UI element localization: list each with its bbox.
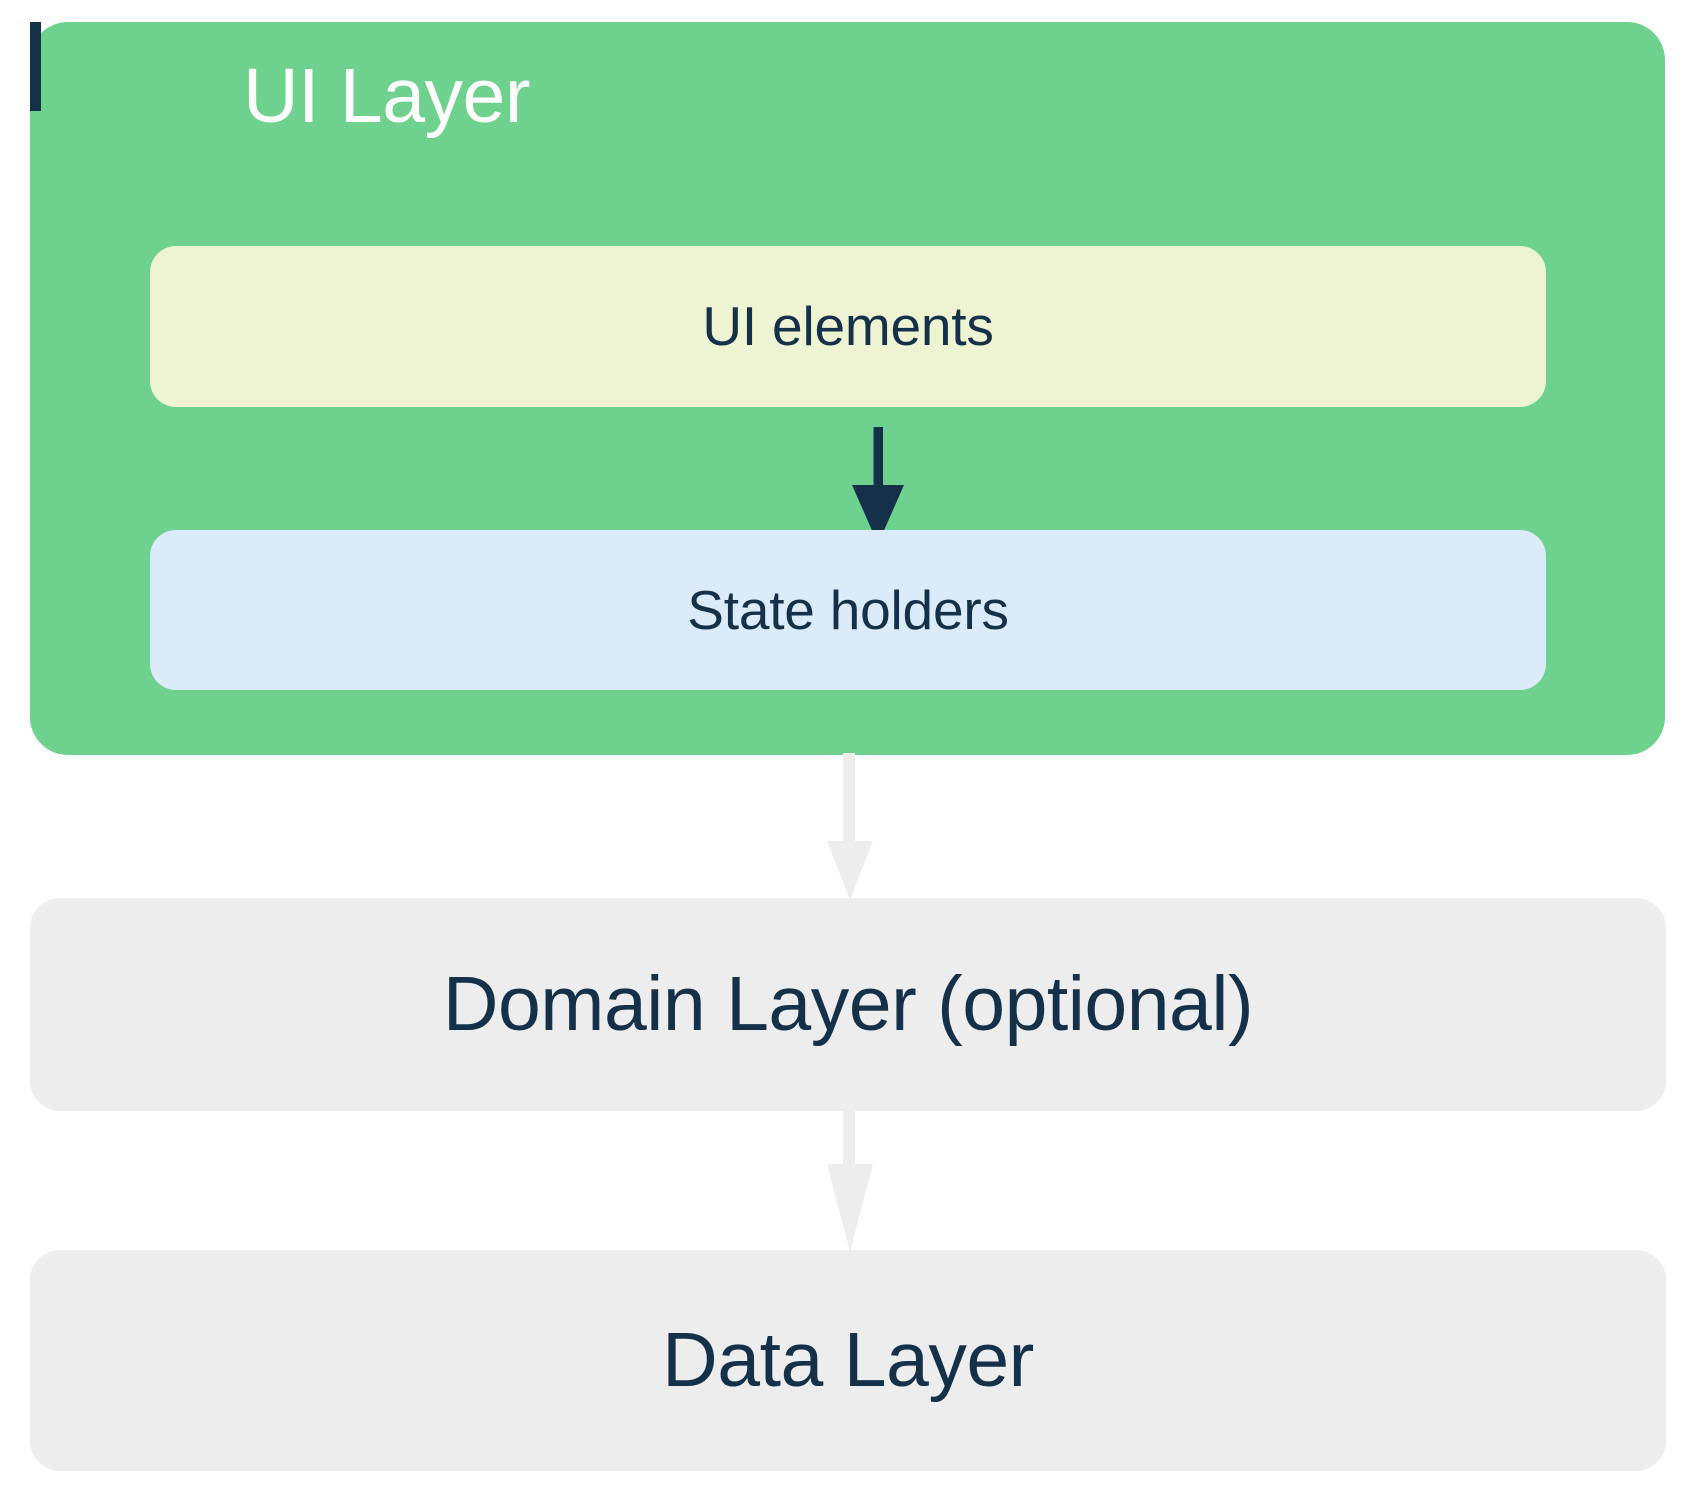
ui-layer-title: UI Layer xyxy=(243,53,531,139)
arrow-state-holders-to-domain-layer-icon xyxy=(827,753,873,900)
data-layer-box: Data Layer xyxy=(30,1250,1666,1471)
state-holders-arrow-stem xyxy=(30,22,41,111)
data-layer-label: Data Layer xyxy=(662,1317,1034,1403)
state-holders-box: State holders xyxy=(150,530,1546,690)
state-holders-label: State holders xyxy=(687,578,1009,641)
arrow-ui-elements-to-state-holders-icon xyxy=(852,427,904,544)
ui-layer-container: UI Layer UI elements State holders xyxy=(30,22,1665,755)
ui-elements-box: UI elements xyxy=(150,246,1546,407)
domain-layer-label: Domain Layer (optional) xyxy=(442,961,1254,1047)
domain-layer-box: Domain Layer (optional) xyxy=(30,898,1666,1111)
ui-elements-label: UI elements xyxy=(702,295,994,357)
arrow-domain-layer-to-data-layer-icon xyxy=(827,1108,873,1252)
